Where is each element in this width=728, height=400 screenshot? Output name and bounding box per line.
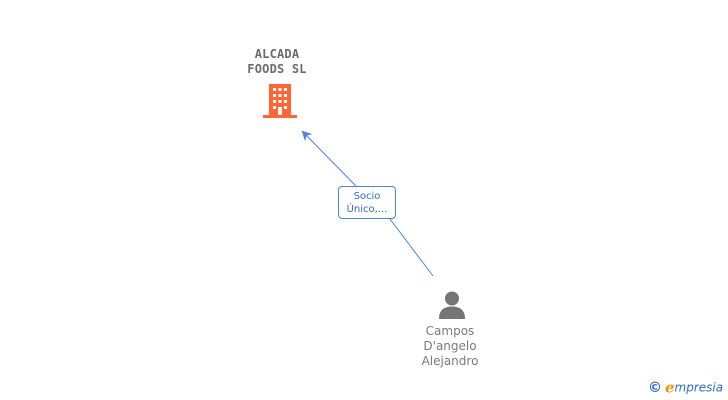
relationship-label[interactable]: Socio Único,...	[338, 186, 396, 219]
person-name-line3: Alejandro	[421, 354, 479, 368]
brand-logo[interactable]: ©empresia	[648, 379, 723, 399]
company-name-line1: ALCADA	[254, 47, 300, 61]
person-name-line1: Campos	[425, 324, 475, 338]
person-name-line2: D'angelo	[423, 339, 477, 353]
company-name-line2: FOODS SL	[247, 62, 307, 76]
person-name[interactable]: Campos D'angelo Alejandro	[395, 324, 505, 369]
person-icon[interactable]	[437, 290, 467, 320]
relationship-label-line1: Socio	[353, 191, 381, 202]
brand-logo-letter: e	[665, 378, 675, 397]
relationship-label-line2: Único,...	[346, 204, 388, 215]
brand-logo-text: mpresia	[674, 380, 724, 395]
edge-line-lower	[389, 218, 434, 277]
company-name[interactable]: ALCADA FOODS SL	[216, 47, 338, 77]
edge-line-upper	[301, 130, 357, 187]
copyright-icon: ©	[648, 379, 662, 396]
building-icon[interactable]	[263, 83, 297, 119]
